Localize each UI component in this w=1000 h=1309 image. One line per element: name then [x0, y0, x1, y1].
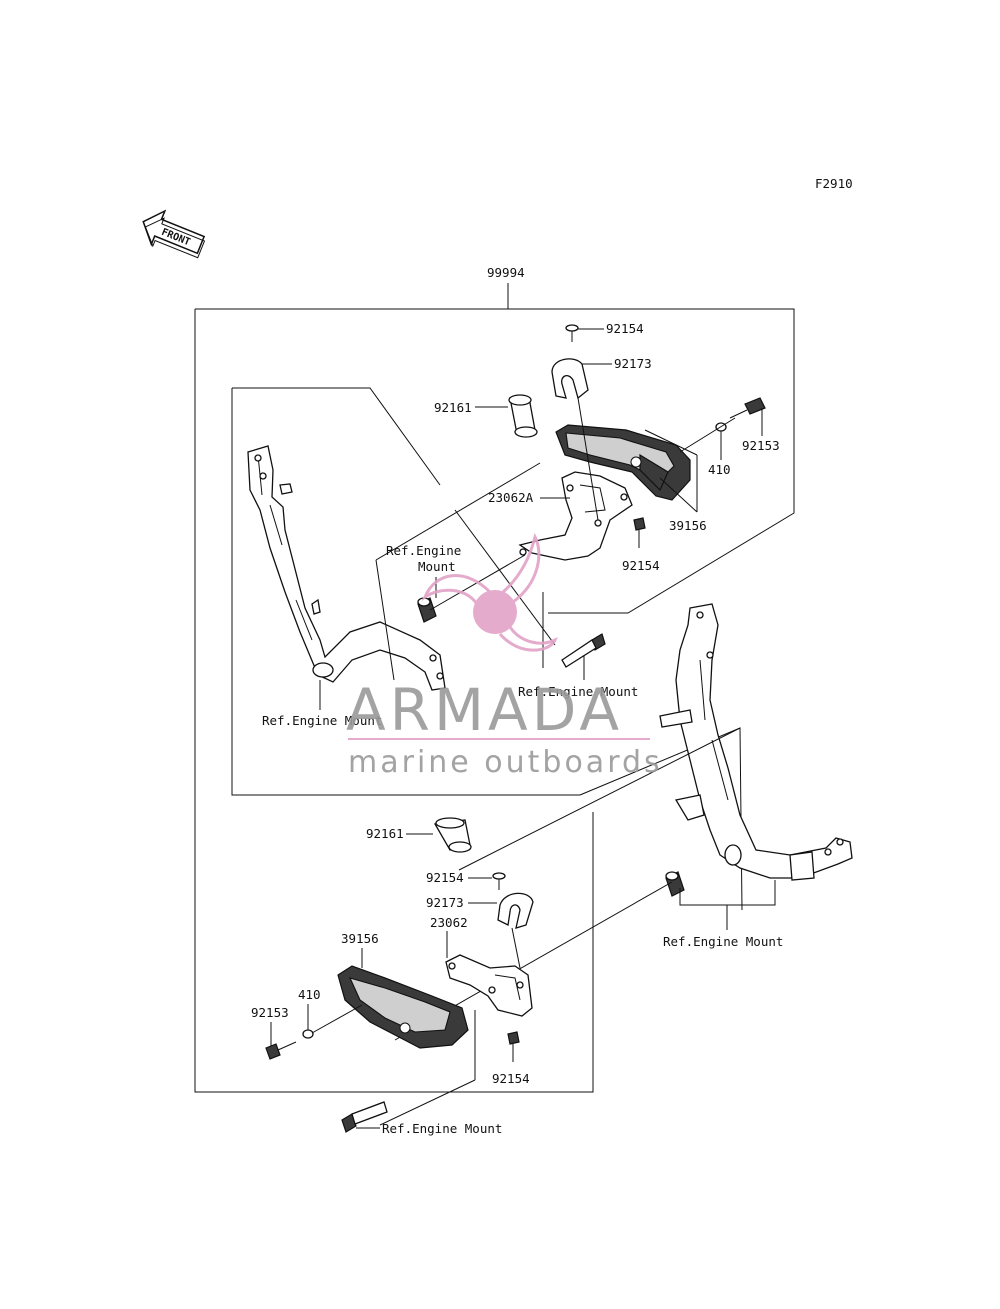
upper-engine-mount-spacer — [417, 597, 437, 623]
label-92153-upper: 92153 — [742, 438, 780, 453]
lower-slider-39156 — [337, 965, 469, 1049]
assembly-frame — [195, 308, 795, 614]
upper-collar-92161 — [508, 394, 538, 438]
label-92161-lower: 92161 — [366, 826, 404, 841]
label-92154-lower-bottom: 92154 — [492, 1071, 530, 1086]
label-410-upper: 410 — [708, 462, 731, 477]
ref-engine-mount-lower-bolt: Ref.Engine Mount — [382, 1121, 502, 1136]
label-92173-lower: 92173 — [426, 895, 464, 910]
lower-bolt-92154-bottom — [507, 1031, 520, 1062]
ref-engine-mount-upper-line1: Ref.Engine — [386, 543, 461, 558]
upper-bracket-23062A — [518, 471, 633, 561]
lower-bolt-92154-top — [492, 872, 506, 890]
propeller-logo-icon — [421, 532, 558, 652]
lower-collar-92161 — [433, 817, 472, 853]
label-92154-lower-top: 92154 — [426, 870, 464, 885]
lower-bracket-23062 — [445, 954, 533, 1017]
upper-bolt-92154-mid — [633, 517, 646, 548]
upper-kit-frame — [232, 387, 441, 486]
upper-frame-bar — [247, 445, 446, 691]
lower-clamp-92173 — [497, 892, 534, 929]
label-23062-lower: 23062 — [430, 915, 468, 930]
upper-bolt-92154-top — [565, 324, 579, 342]
lower-bolt-92153 — [265, 1041, 297, 1060]
label-410-lower: 410 — [298, 987, 321, 1002]
ref-engine-mount-upper-line2: Mount — [418, 559, 456, 574]
upper-clamp-92173 — [551, 358, 589, 400]
watermark: ARMADA marine outboards — [346, 532, 663, 780]
assembly-number: 99994 — [487, 265, 525, 280]
lower-engine-mount-bolt — [341, 1101, 388, 1133]
label-39156-lower: 39156 — [341, 931, 379, 946]
watermark-brand: ARMADA — [346, 676, 623, 744]
label-92154-upper-mid: 92154 — [622, 558, 660, 573]
lower-frame-bar — [659, 603, 853, 881]
label-92173-upper: 92173 — [614, 356, 652, 371]
upper-bolt-92153 — [729, 397, 766, 419]
upper-slider-39156 — [555, 424, 691, 501]
upper-engine-mount-bolt — [561, 633, 606, 668]
label-39156-upper: 39156 — [669, 518, 707, 533]
ref-engine-mount-lower-right: Ref.Engine Mount — [663, 934, 783, 949]
label-23062A-upper: 23062A — [488, 490, 534, 505]
label-92153-lower: 92153 — [251, 1005, 289, 1020]
ref-engine-mount-upper-bolt: Ref.Engine Mount — [518, 684, 638, 699]
front-arrow-icon: FRONT — [142, 209, 206, 259]
watermark-tagline: marine outboards — [348, 745, 663, 780]
figure-code: F2910 — [815, 176, 853, 191]
lower-washer-410 — [302, 1029, 314, 1039]
label-92161-upper: 92161 — [434, 400, 472, 415]
ref-engine-mount-upper-frame: Ref.Engine Mount — [262, 713, 382, 728]
label-92154-upper-top: 92154 — [606, 321, 644, 336]
